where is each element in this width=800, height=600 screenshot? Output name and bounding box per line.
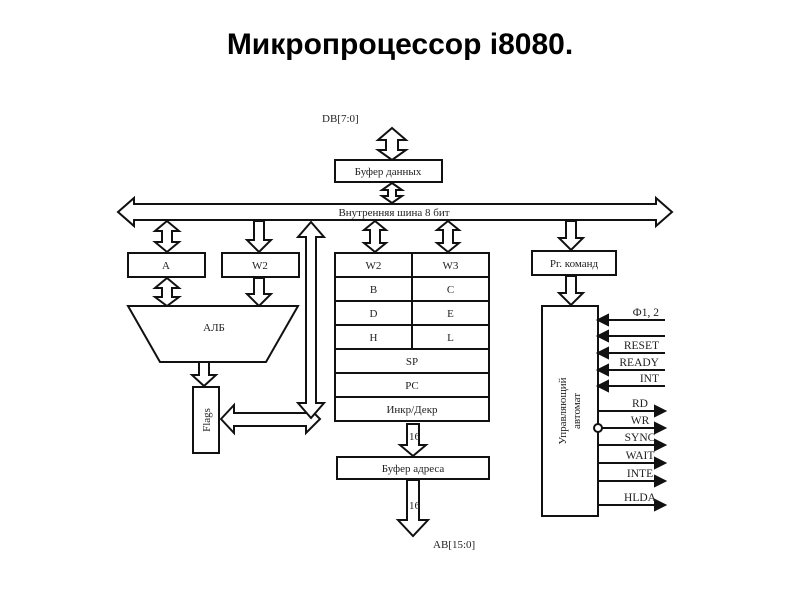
register-name: C [447, 284, 454, 296]
output-arrowhead-icon [654, 404, 668, 418]
pc-register-box [334, 372, 490, 398]
accumulator-label: A [162, 260, 170, 272]
temp-register-label: W2 [252, 260, 268, 272]
output-arrowhead-icon [654, 474, 668, 488]
output-signal-label: WR [631, 415, 650, 427]
register-cell [411, 252, 490, 278]
output-signal-label: SYNC [625, 432, 656, 444]
output-signal-label: WAIT [626, 450, 655, 462]
output-signal-label: INTE [627, 468, 653, 480]
register-name: W2 [366, 260, 382, 272]
alu-flags-arrow [189, 361, 219, 388]
control-unit-label-line1: Управляющий [557, 377, 569, 444]
a-alu-arrow [152, 276, 182, 308]
register-name: H [370, 332, 378, 344]
input-signal-label: READY [619, 357, 659, 369]
sp-register-label: SP [406, 356, 418, 368]
buffer-bus-arrow [378, 181, 406, 205]
input-arrowhead-icon [595, 329, 609, 343]
flags-bus-arrow [219, 402, 322, 436]
address-width-label-1: 16 [409, 431, 421, 443]
pc-register-label: PC [405, 380, 418, 392]
data-buffer-box [334, 159, 443, 183]
flags-label: Flags [201, 408, 213, 432]
db-bidirectional-arrow [374, 126, 410, 162]
bus-w2-arrow [244, 220, 274, 254]
flags-box [192, 386, 220, 454]
incdec-addrbuf-arrow [397, 423, 429, 458]
temp-register-box [221, 252, 300, 278]
data-bus-label: DB[7:0] [322, 113, 359, 125]
register-name: B [370, 284, 377, 296]
bus-w2col-arrow [361, 219, 389, 254]
register-cell [334, 252, 413, 278]
register-file: W2 W3B C D E H L SP PC Инкр/Декр [334, 252, 490, 422]
internal-bus-arrow [116, 195, 674, 229]
address-bus-label: AB[15:0] [433, 539, 475, 551]
control-signals: Ф1, 2 RESET READY INT RD WR SYNC WAIT INTE HLDA [593, 307, 668, 512]
w2-alu-arrow [244, 277, 274, 308]
input-arrowhead-icon [595, 346, 609, 360]
bus-instreg-arrow [556, 220, 586, 252]
input-arrowhead-icon [595, 363, 609, 377]
output-signal-label: HLDA [624, 492, 657, 504]
output-arrowhead-icon [654, 421, 668, 435]
sp-register-box [334, 348, 490, 374]
instruction-register-label: Рг. команд [550, 258, 599, 270]
instruction-register-box [531, 250, 617, 276]
output-signal-label: RD [632, 398, 648, 410]
bus-w3col-arrow [434, 219, 462, 254]
address-buffer-label: Буфер адреса [382, 463, 445, 475]
register-name: E [447, 308, 454, 320]
address-bus-arrow [395, 479, 431, 538]
control-unit-box [541, 305, 599, 517]
register-name: D [370, 308, 378, 320]
register-name: L [447, 332, 454, 344]
control-unit-label-line2: автомат [571, 393, 583, 429]
alu-label: АЛБ [203, 322, 225, 334]
address-width-label-2: 16 [409, 500, 421, 512]
input-signal-label: INT [640, 373, 659, 385]
input-arrowhead-icon [595, 313, 609, 327]
instreg-control-arrow [556, 275, 586, 307]
page-title: Микропроцессор i8080. [226, 28, 574, 61]
input-signal-label: Ф1, 2 [633, 307, 660, 319]
inversion-bubble-icon [593, 423, 603, 433]
bus-a-arrow [152, 219, 182, 254]
input-signal-label: RESET [624, 340, 659, 352]
accumulator-box [127, 252, 206, 278]
data-buffer-label: Буфер данных [355, 166, 422, 178]
internal-bus-label: Внутренняя шина 8 бит [338, 207, 449, 219]
inc-dec-unit-box [334, 396, 490, 422]
vertical-bus-arrow [295, 220, 327, 420]
inc-dec-unit-label: Инкр/Декр [386, 404, 438, 416]
input-arrowhead-icon [595, 379, 609, 393]
register-name: W3 [443, 260, 459, 272]
output-arrowhead-icon [654, 498, 668, 512]
alu-shape [126, 305, 300, 363]
output-arrowhead-icon [654, 438, 668, 452]
output-arrowhead-icon [654, 456, 668, 470]
